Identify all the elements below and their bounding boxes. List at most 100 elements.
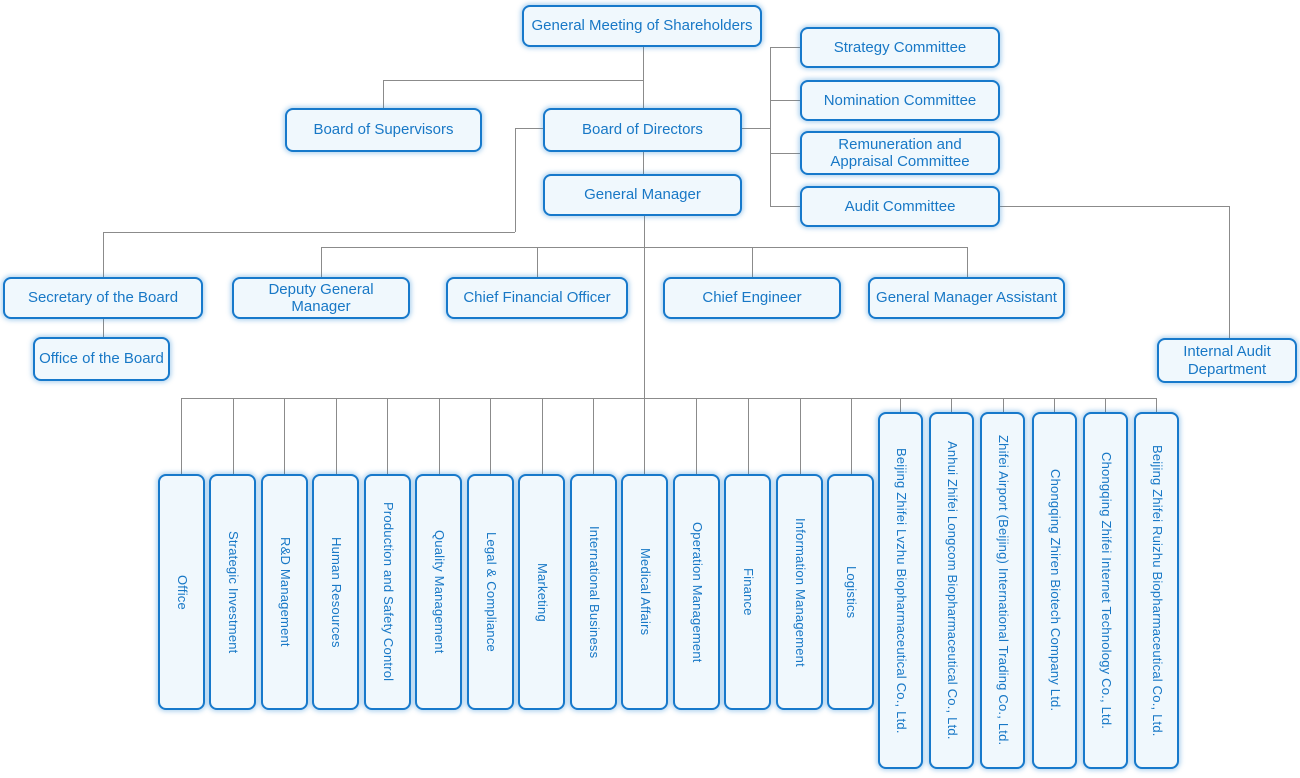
chief-engineer-label: Chief Engineer [702,289,802,307]
node-medical-affairs: Medical Affairs [621,474,668,710]
connector-line [383,80,643,81]
information-management-label: Information Management [792,517,808,667]
node-operation-management: Operation Management [673,474,720,710]
node-secretary-of-the-board: Secretary of the Board [3,277,203,319]
connector-line [515,128,543,129]
medical-affairs-label: Medical Affairs [637,548,653,636]
node-logistics: Logistics [827,474,874,710]
beijing-zhifei-lvzhu-label: Beijing Zhifei Lvzhu Biopharmaceutical C… [893,447,909,734]
audit-committee-label: Audit Committee [844,197,956,215]
anhui-zhifei-longcom-label: Anhui Zhifei Longcom Biopharmaceutical C… [944,441,960,740]
connector-line [752,247,753,277]
remuneration-and-appraisal-committee-label: Remuneration and Appraisal Committee [830,135,970,170]
connector-line [181,398,1156,399]
node-finance: Finance [724,474,771,710]
connector-line [696,398,697,474]
node-chongqing-zhiren-biotech: Chongqing Zhiren Biotech Company Ltd. [1032,412,1077,769]
connector-line [851,398,852,474]
internal-audit-department-label: Internal Audit Department [1183,343,1271,378]
connector-line [1054,398,1055,412]
connector-line [321,247,967,248]
node-internal-audit-department: Internal Audit Department [1157,338,1297,383]
quality-management-label: Quality Management [431,530,447,654]
connector-line [387,398,388,474]
chongqing-zhiren-biotech-label: Chongqing Zhiren Biotech Company Ltd. [1047,469,1063,712]
connector-line [490,398,491,474]
connector-line [233,398,234,474]
node-anhui-zhifei-longcom: Anhui Zhifei Longcom Biopharmaceutical C… [929,412,974,769]
node-general-meeting-of-shareholders: General Meeting of Shareholders [522,5,762,47]
node-general-manager: General Manager [543,174,742,216]
connector-line [103,232,104,277]
connector-line [103,232,515,233]
general-manager-assistant-label: General Manager Assistant [876,289,1057,307]
connector-line [181,398,182,474]
node-quality-management: Quality Management [415,474,462,710]
node-international-business: International Business [570,474,617,710]
connector-line [967,247,968,277]
chief-financial-officer-label: Chief Financial Officer [463,289,611,307]
node-strategic-investment: Strategic Investment [209,474,256,710]
connector-line [644,216,645,398]
connector-line [770,47,800,48]
connector-line [644,398,645,474]
connector-line [643,47,644,108]
node-marketing: Marketing [518,474,565,710]
deputy-general-manager-label: Deputy General Manager [268,280,374,315]
node-chief-engineer: Chief Engineer [663,277,841,319]
connector-line [742,128,770,129]
node-office-of-the-board: Office of the Board [33,337,170,381]
connector-line [103,319,104,337]
secretary-of-the-board-label: Secretary of the Board [27,289,179,307]
node-strategy-committee: Strategy Committee [800,27,1000,68]
chongqing-zhifei-internet-label: Chongqing Zhifei Internet Technology Co.… [1098,451,1114,730]
node-human-resources: Human Resources [312,474,359,710]
node-production-and-safety-control: Production and Safety Control [364,474,411,710]
node-rd-management: R&D Management [261,474,308,710]
rd-management-label: R&D Management [277,537,293,647]
general-meeting-of-shareholders-label: General Meeting of Shareholders [531,17,753,35]
node-beijing-zhifei-lvzhu: Beijing Zhifei Lvzhu Biopharmaceutical C… [878,412,923,769]
connector-line [383,80,384,108]
connector-line [321,247,322,277]
operation-management-label: Operation Management [689,521,705,663]
connector-line [284,398,285,474]
node-deputy-general-manager: Deputy General Manager [232,277,410,319]
connector-line [1229,206,1230,338]
logistics-label: Logistics [843,565,859,619]
connector-line [593,398,594,474]
legal-compliance-label: Legal & Compliance [483,532,499,652]
office-of-the-board-label: Office of the Board [39,350,164,368]
general-manager-label: General Manager [584,186,701,204]
strategic-investment-label: Strategic Investment [225,530,241,654]
zhifei-airport-beijing-label: Zhifei Airport (Beijing) International T… [995,435,1011,746]
connector-line [770,47,771,206]
connector-line [800,398,801,474]
connector-line [748,398,749,474]
connector-line [1105,398,1106,412]
connector-line [542,398,543,474]
node-general-manager-assistant: General Manager Assistant [868,277,1065,319]
node-legal-compliance: Legal & Compliance [467,474,514,710]
board-of-directors-label: Board of Directors [582,121,703,139]
connector-line [770,206,800,207]
node-board-of-directors: Board of Directors [543,108,742,152]
node-chief-financial-officer: Chief Financial Officer [446,277,628,319]
node-board-of-supervisors: Board of Supervisors [285,108,482,152]
node-information-management: Information Management [776,474,823,710]
connector-line [643,152,644,174]
marketing-label: Marketing [534,562,550,622]
connector-line [439,398,440,474]
international-business-label: International Business [586,525,602,659]
connector-line [537,247,538,277]
nomination-committee-label: Nomination Committee [823,91,977,109]
node-beijing-zhifei-ruizhu: Beijing Zhifei Ruizhu Biopharmaceutical … [1134,412,1179,769]
connector-line [770,153,800,154]
node-chongqing-zhifei-internet: Chongqing Zhifei Internet Technology Co.… [1083,412,1128,769]
connector-line [1156,398,1157,412]
office-label: Office [174,574,190,610]
node-remuneration-and-appraisal-committee: Remuneration and Appraisal Committee [800,131,1000,175]
finance-label: Finance [740,568,756,616]
node-zhifei-airport-beijing: Zhifei Airport (Beijing) International T… [980,412,1025,769]
production-and-safety-control-label: Production and Safety Control [380,502,396,682]
